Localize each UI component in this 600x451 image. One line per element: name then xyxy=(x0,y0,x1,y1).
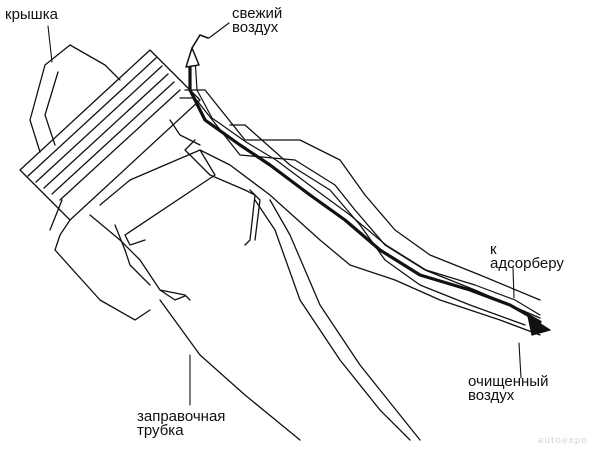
watermark: autoexpo xyxy=(537,436,588,446)
vapor-flow-line xyxy=(188,57,542,324)
label-adsorber: к адсорберу xyxy=(490,241,564,272)
filler-neck xyxy=(89,119,261,301)
label-filler-pipe-line2: трубка xyxy=(137,422,184,439)
label-cleaned-air: очищенный воздух xyxy=(468,373,549,404)
label-filler-pipe-line1: заправочная xyxy=(137,408,226,425)
arrow-down-right-icon xyxy=(527,315,551,336)
label-adsorber-line2: адсорберу xyxy=(490,255,564,272)
filler-pipe-tube xyxy=(159,199,421,441)
leader-lines xyxy=(47,22,522,406)
vent-pipe-outer xyxy=(179,89,541,336)
arrow-up-icon xyxy=(185,34,209,68)
label-lid-line: крышка xyxy=(5,6,58,23)
label-filler-pipe: заправочная трубка xyxy=(137,408,226,439)
label-lid: крышка xyxy=(5,6,58,23)
label-adsorber-line1: к xyxy=(490,241,497,258)
filler-cap xyxy=(19,44,201,321)
label-fresh-air-line2: воздух xyxy=(232,19,279,36)
label-fresh-air-line1: свежий xyxy=(232,5,283,22)
label-fresh-air: свежий воздух xyxy=(232,5,283,36)
label-cleaned-air-line2: воздух xyxy=(468,387,515,404)
label-cleaned-air-line1: очищенный xyxy=(468,373,549,390)
